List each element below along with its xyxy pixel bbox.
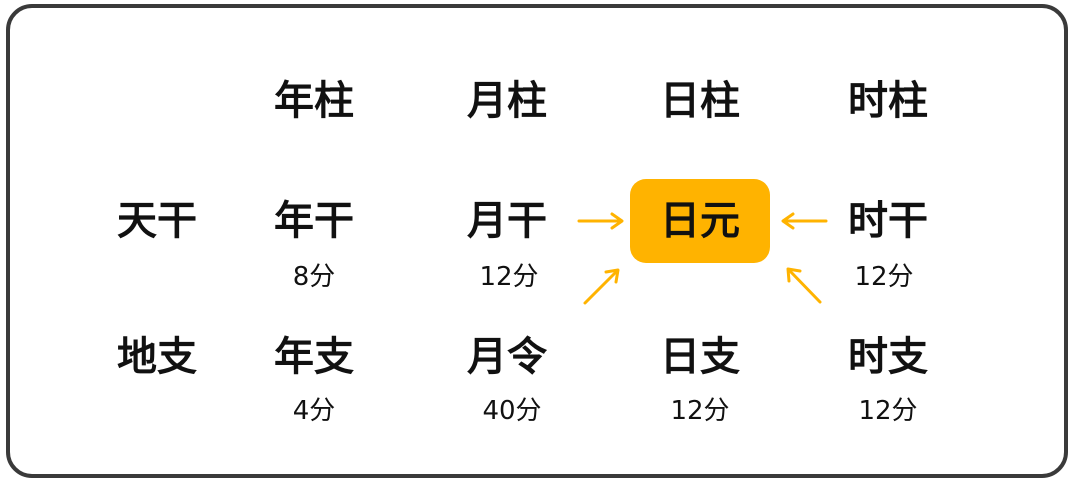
column-header-hour: 时柱 <box>848 78 928 124</box>
month-branch-score: 40分 <box>482 396 542 426</box>
month-branch-label: 月令 <box>467 334 547 380</box>
year-branch-label: 年支 <box>274 334 354 380</box>
month-stem-score: 12分 <box>479 262 539 292</box>
arrow-hour-stem-to-day-master <box>781 212 828 230</box>
row-header-stems: 天干 <box>117 198 197 244</box>
year-stem-label: 年干 <box>274 198 354 244</box>
hour-stem-label: 时干 <box>848 198 928 244</box>
month-stem-label: 月干 <box>467 198 547 244</box>
day-branch-label: 日支 <box>660 334 740 380</box>
arrow-hour-branch-to-day-master <box>786 267 822 304</box>
day-master-label: 日元 <box>660 198 740 244</box>
arrow-month-stem-to-day-master <box>577 212 624 230</box>
row-header-branches: 地支 <box>117 334 197 380</box>
hour-stem-score: 12分 <box>854 262 914 292</box>
column-header-year: 年柱 <box>274 78 354 124</box>
column-header-month: 月柱 <box>467 78 547 124</box>
day-branch-score: 12分 <box>670 396 730 426</box>
column-header-day: 日柱 <box>660 78 740 124</box>
hour-branch-label: 时支 <box>848 334 928 380</box>
year-stem-score: 8分 <box>292 262 336 292</box>
arrow-month-branch-to-day-master <box>583 268 620 305</box>
year-branch-score: 4分 <box>292 396 336 426</box>
hour-branch-score: 12分 <box>858 396 918 426</box>
diagram-card <box>6 4 1068 478</box>
day-master-highlight <box>630 179 770 263</box>
